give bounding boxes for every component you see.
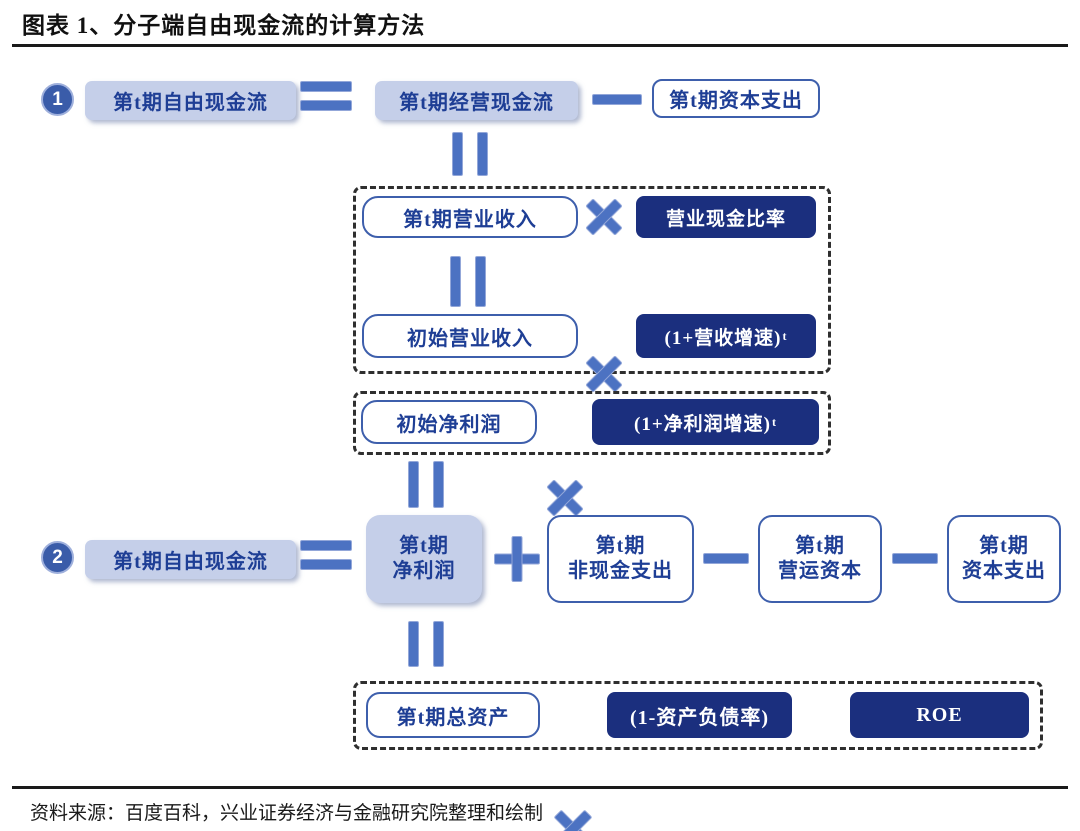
expansion2-group [353,391,831,455]
vertical-equals-icon [450,256,487,307]
source-note: 资料来源：百度百科，兴业证券经济与金融研究院整理和绘制 [30,803,544,824]
line1: 第t期 [979,535,1029,557]
node-revenue-initial: 初始营业收入 [362,314,578,358]
vertical-equals-icon [408,461,444,508]
footer-divider [12,786,1068,789]
line2: 非现金支出 [568,560,673,582]
multiply-icon [553,809,593,831]
node-profit-growth: (1+净利润增速)t [592,399,819,445]
node-cash-ratio: 营业现金比率 [636,196,816,238]
node-operating-cash-flow: 第t期经营现金流 [375,81,578,120]
line1: 第t期 [795,535,845,557]
node-leverage-factor: (1-资产负债率) [607,692,792,738]
node-net-profit: 第t期 净利润 [366,515,482,603]
line1: 第t期 [595,535,646,557]
vertical-equals-icon [452,132,488,176]
line2: 净利润 [392,560,456,582]
node-profit-initial: 初始净利润 [361,400,537,444]
plus-icon [494,536,540,582]
node-roe: ROE [850,692,1029,738]
minus-icon [592,94,642,105]
badge-one: 1 [41,83,74,116]
growth-base: (1+净利润增速) [634,413,771,435]
line1: 第t期 [399,535,449,557]
title-divider [12,44,1068,47]
minus-icon [703,553,749,564]
growth-base: (1+营收增速) [664,327,782,349]
expansion3-group [353,681,1043,750]
node-non-cash-expense: 第t期 非现金支出 [547,515,694,603]
line2: 资本支出 [962,560,1046,582]
figure-title: 图表 1、分子端自由现金流的计算方法 [22,13,426,38]
line2: 营运资本 [778,560,862,582]
minus-icon [892,553,938,564]
node-fcf-t-1: 第t期自由现金流 [85,81,296,120]
node-capex-2: 第t期 资本支出 [947,515,1061,603]
node-working-capital: 第t期 营运资本 [758,515,882,603]
multiply-icon [585,198,623,236]
equals-icon [300,81,352,111]
node-capex-1: 第t期资本支出 [652,79,820,118]
multiply-icon [546,479,584,517]
vertical-equals-icon [408,621,444,667]
multiply-icon [585,355,623,393]
equals-icon [300,540,352,570]
node-total-assets: 第t期总资产 [366,692,540,738]
node-revenue-growth: (1+营收增速)t [636,314,816,358]
node-fcf-t-2: 第t期自由现金流 [85,540,296,579]
badge-two: 2 [41,541,74,574]
node-revenue-t: 第t期营业收入 [362,196,578,238]
